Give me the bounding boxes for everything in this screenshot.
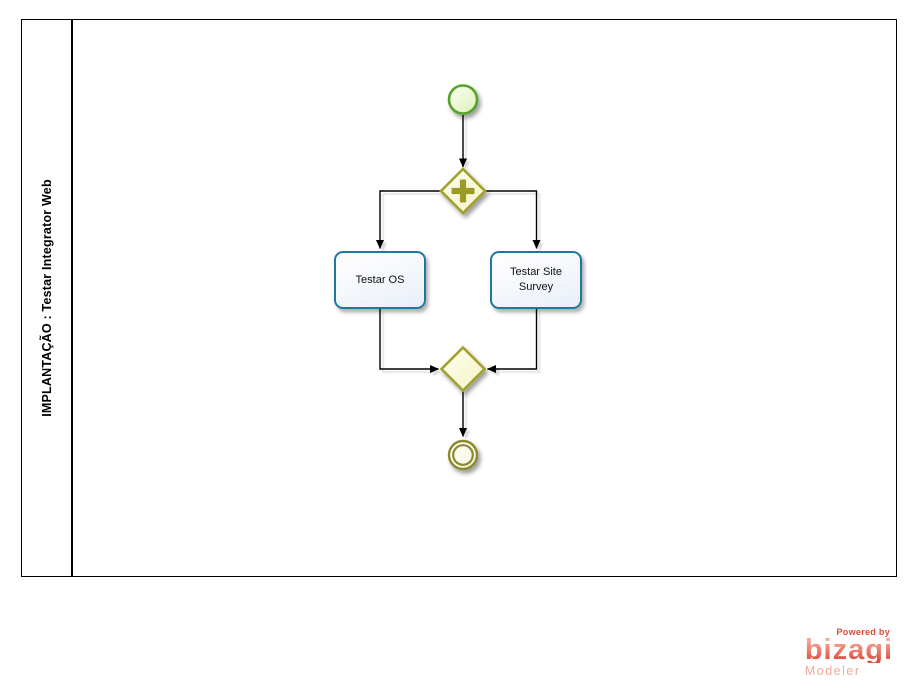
task-label: Testar Site Survey <box>510 266 562 293</box>
pool-label: IMPLANTAÇÃO : Testar Integrator Web <box>40 179 55 417</box>
lane-header-divider <box>71 20 73 576</box>
task-testar-site-survey: Testar Site Survey <box>490 251 582 309</box>
pool-header: IMPLANTAÇÃO : Testar Integrator Web <box>22 20 72 576</box>
task-label: Testar OS <box>355 273 405 286</box>
process-pool: IMPLANTAÇÃO : Testar Integrator Web <box>21 19 897 577</box>
powered-by-label: Powered by <box>836 627 890 638</box>
modeler-label: Modeler <box>804 664 861 678</box>
task-testar-os: Testar OS <box>334 251 426 309</box>
bizagi-logo: Powered by bizagi Modeler <box>805 627 893 678</box>
bizagi-wordmark: bizagi <box>804 634 893 667</box>
